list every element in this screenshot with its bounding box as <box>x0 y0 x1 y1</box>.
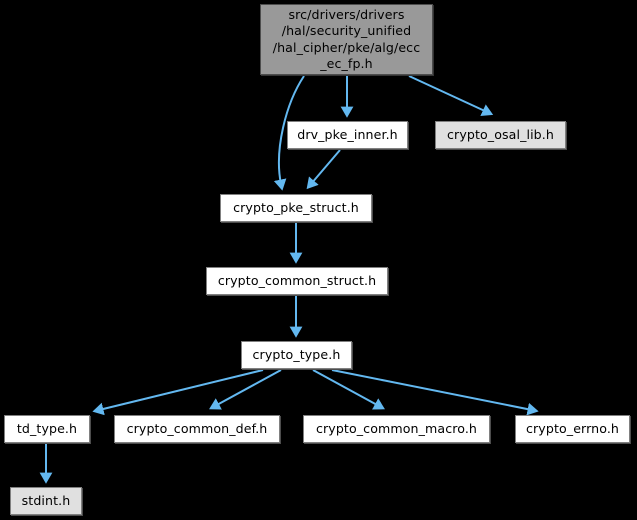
node-stdint-h[interactable]: stdint.h <box>10 487 82 515</box>
edge-crypto-type-to-crypto-common-macro <box>312 369 385 410</box>
node-drv-pke-inner-h[interactable]: drv_pke_inner.h <box>287 121 408 149</box>
node-crypto-errno-h[interactable]: crypto_errno.h <box>515 415 630 443</box>
node-td-type-h[interactable]: td_type.h <box>4 415 90 443</box>
node-crypto-common-def-h[interactable]: crypto_common_def.h <box>114 415 280 443</box>
edge-crypto-type-to-td-type <box>92 369 264 416</box>
edge-drv-pke-inner-to-crypto-pke-struct <box>306 149 341 190</box>
edge-root-to-crypto-osal-lib <box>408 75 494 116</box>
node-crypto-osal-lib-h[interactable]: crypto_osal_lib.h <box>435 121 566 149</box>
node-ecc-ec-fp-h[interactable]: src/drivers/drivers /hal/security_unifie… <box>260 4 433 75</box>
node-crypto-pke-struct-h[interactable]: crypto_pke_struct.h <box>220 194 372 222</box>
edge-crypto-type-to-crypto-common-def <box>209 369 282 410</box>
node-crypto-type-h[interactable]: crypto_type.h <box>241 341 352 369</box>
node-crypto-common-struct-h[interactable]: crypto_common_struct.h <box>206 267 388 295</box>
edge-crypto-type-to-crypto-errno <box>331 369 539 416</box>
node-crypto-common-macro-h[interactable]: crypto_common_macro.h <box>303 415 490 443</box>
